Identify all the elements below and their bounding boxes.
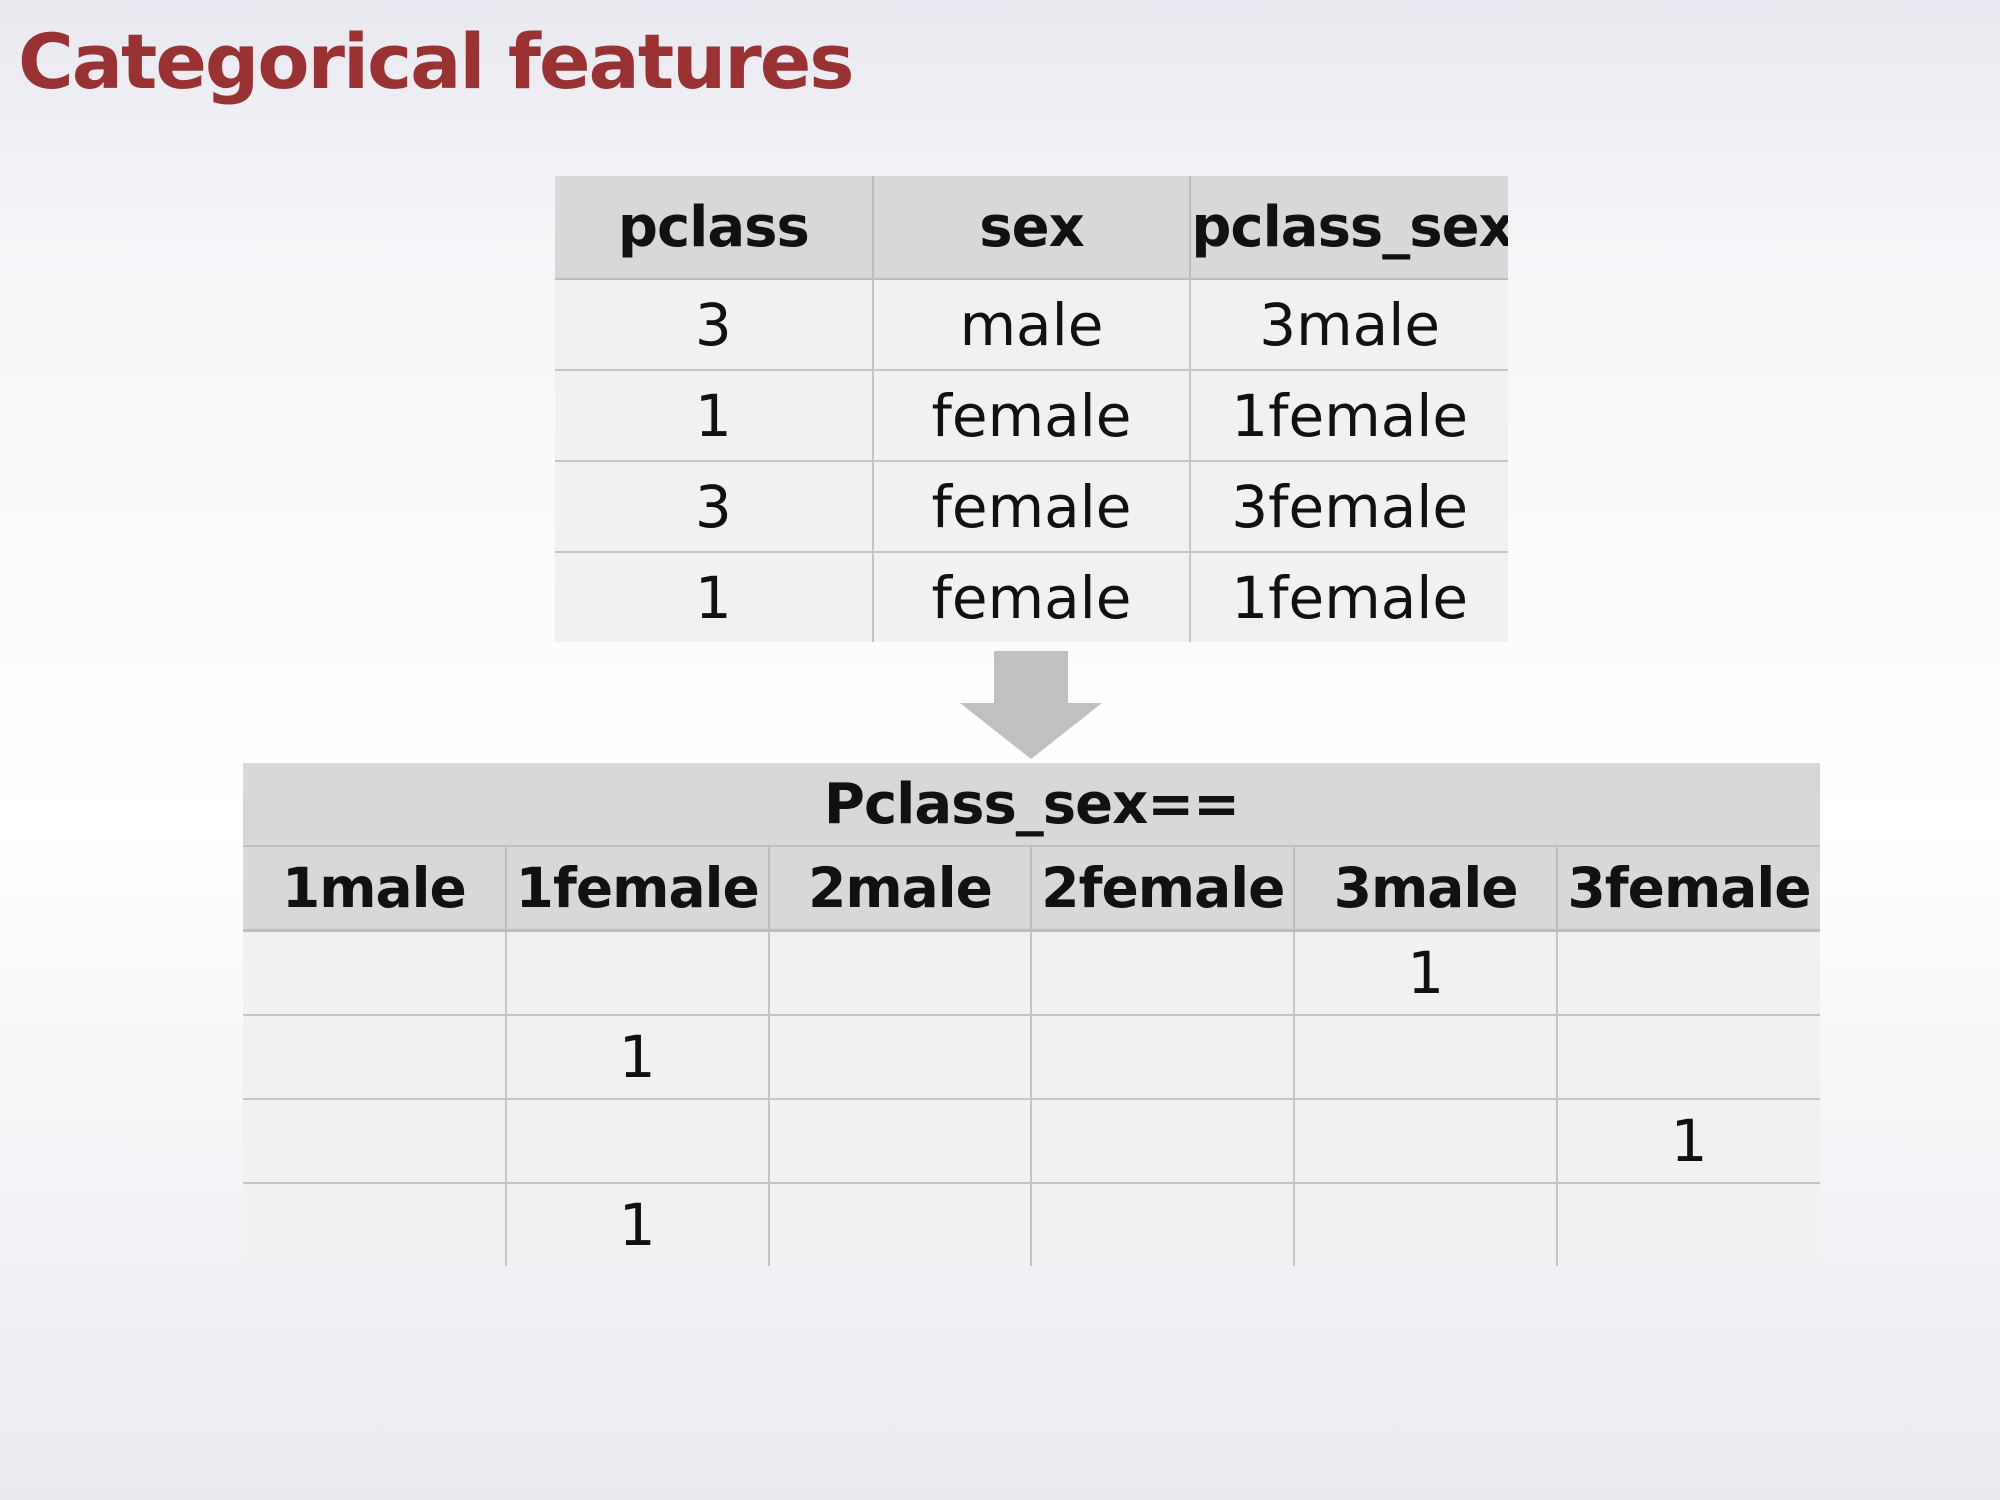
table-cell: [1556, 1015, 1820, 1100]
slide-title: Categorical features: [18, 17, 855, 106]
table-cell: [767, 1099, 1032, 1184]
table-row: 1 female 1female: [555, 370, 1508, 462]
table-row: 1 female 1female: [555, 552, 1508, 642]
table-cell: [243, 1183, 506, 1266]
table-cell: 1female: [1189, 552, 1508, 642]
table-cell: 1: [504, 1183, 769, 1266]
one-hot-group-header-row: Pclass_sex==: [243, 763, 1820, 847]
table-cell: [1030, 1099, 1295, 1184]
column-header-2female: 2female: [1030, 846, 1295, 932]
table-cell: [767, 1183, 1032, 1266]
table-cell: 3: [555, 461, 873, 553]
table-cell: [504, 1099, 769, 1184]
table-cell: 1: [555, 552, 873, 642]
table-cell: 1: [504, 1015, 769, 1100]
column-header-1female: 1female: [504, 846, 769, 932]
table-cell: 3: [555, 279, 873, 371]
table-cell: [1030, 1015, 1295, 1100]
down-arrow-shape: [960, 651, 1102, 759]
source-table: pclass sex pclass_sex 3 male 3male 1 fem…: [555, 176, 1508, 642]
table-cell: female: [871, 461, 1191, 553]
table-row: 1: [243, 1099, 1820, 1184]
table-cell: 1female: [1189, 370, 1508, 462]
column-header-3male: 3male: [1293, 846, 1558, 932]
table-cell: [243, 930, 506, 1016]
table-cell: 1: [555, 370, 873, 462]
table-cell: [1293, 1099, 1558, 1184]
table-row: 1: [243, 930, 1820, 1016]
table-cell: 3male: [1189, 279, 1508, 371]
down-arrow-icon: [960, 651, 1102, 759]
one-hot-table: Pclass_sex== 1male 1female 2male 2female…: [243, 763, 1820, 1266]
table-cell: [767, 930, 1032, 1016]
column-header-pclass-sex: pclass_sex: [1189, 176, 1508, 280]
table-cell: 1: [1556, 1099, 1820, 1184]
table-cell: [504, 930, 769, 1016]
column-header-sex: sex: [871, 176, 1191, 280]
one-hot-group-header: Pclass_sex==: [243, 763, 1820, 847]
column-header-2male: 2male: [767, 846, 1032, 932]
table-cell: male: [871, 279, 1191, 371]
table-cell: [1030, 1183, 1295, 1266]
table-cell: [1030, 930, 1295, 1016]
table-cell: female: [871, 370, 1191, 462]
table-cell: female: [871, 552, 1191, 642]
table-cell: [1293, 1183, 1558, 1266]
table-cell: [1556, 1183, 1820, 1266]
table-cell: 3female: [1189, 461, 1508, 553]
table-cell: [1556, 930, 1820, 1016]
one-hot-header-row: 1male 1female 2male 2female 3male 3femal…: [243, 846, 1820, 932]
table-cell: [243, 1099, 506, 1184]
table-row: 1: [243, 1183, 1820, 1266]
table-cell: [243, 1015, 506, 1100]
table-cell: 1: [1293, 930, 1558, 1016]
column-header-1male: 1male: [243, 846, 506, 932]
source-table-header-row: pclass sex pclass_sex: [555, 176, 1508, 280]
table-cell: [1293, 1015, 1558, 1100]
table-row: 3 male 3male: [555, 279, 1508, 371]
table-row: 3 female 3female: [555, 461, 1508, 553]
table-row: 1: [243, 1015, 1820, 1100]
column-header-3female: 3female: [1556, 846, 1820, 932]
table-cell: [767, 1015, 1032, 1100]
column-header-pclass: pclass: [555, 176, 873, 280]
